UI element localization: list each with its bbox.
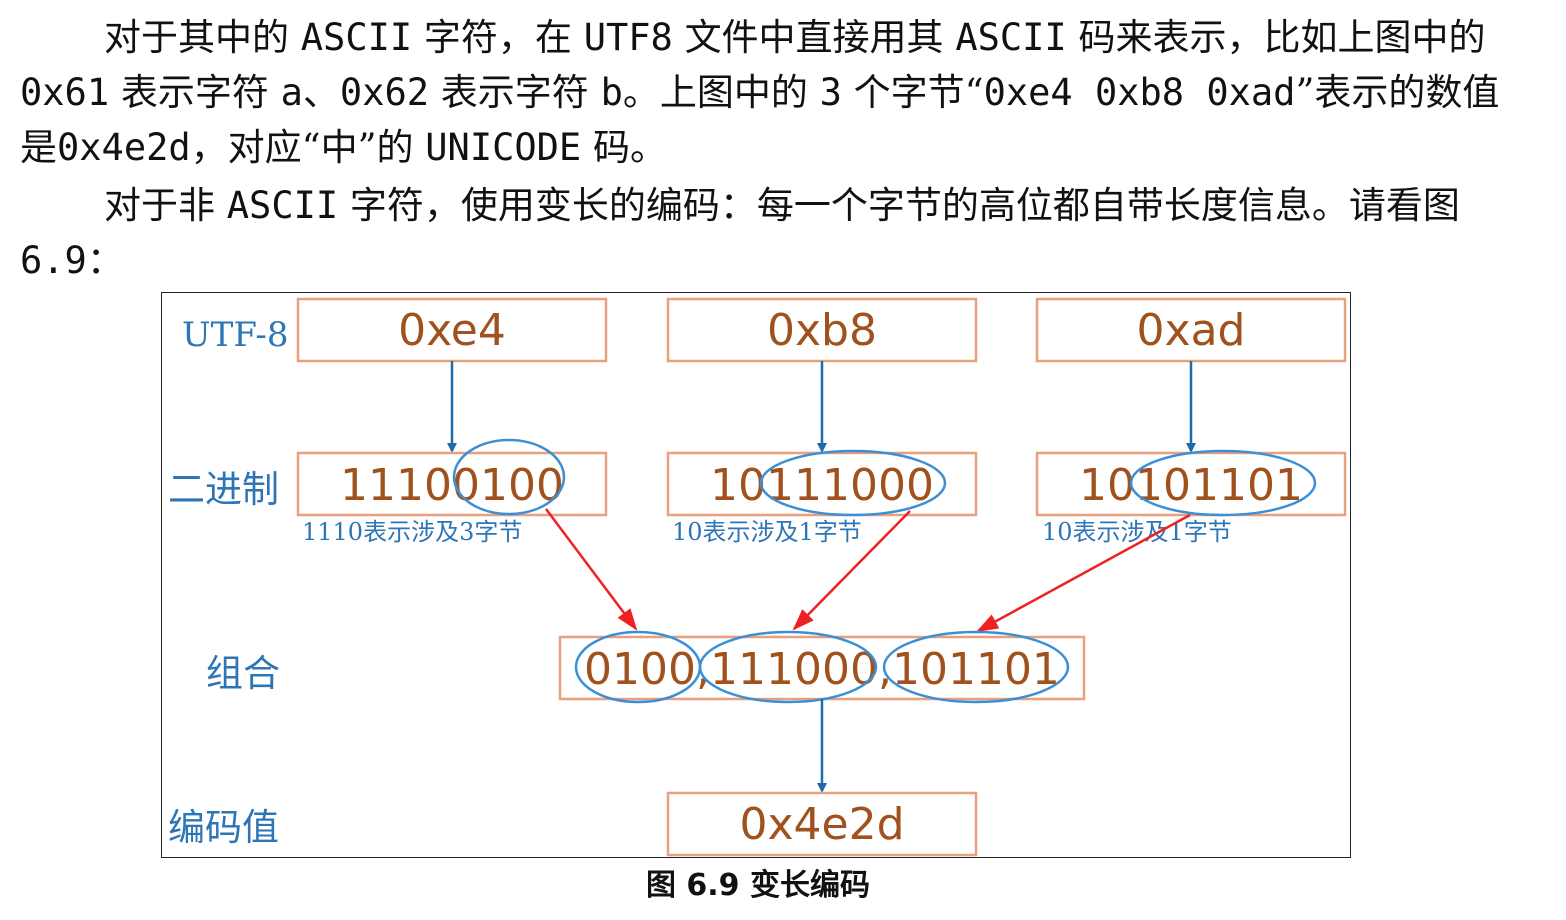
code-value-box — [666, 791, 978, 857]
hex-value-2: 0xb8 — [767, 305, 877, 356]
arrow-bits-to-combine-1 — [545, 508, 638, 631]
arrow-bits-to-combine-2 — [792, 510, 911, 631]
hex-box-2 — [666, 297, 978, 363]
row-label-binary: 二进制 — [168, 468, 279, 511]
binary-value-2: 10111000 — [710, 460, 934, 511]
payload-highlight-2 — [759, 449, 947, 517]
arrow-bits-to-combine-3 — [976, 513, 1191, 633]
note-byte-2: 10表示涉及1字节 — [672, 518, 862, 546]
payload-highlight-3 — [1129, 449, 1317, 517]
hex-value-3: 0xad — [1137, 305, 1246, 356]
note-byte-3: 10表示涉及1字节 — [1042, 518, 1232, 546]
hex-box-1 — [296, 297, 608, 363]
code-value: 0x4e2d — [739, 799, 904, 850]
combined-box — [558, 635, 1086, 701]
payload-highlight-1 — [452, 438, 566, 516]
combined-highlight-3 — [882, 630, 1070, 704]
row-label-code-value: 编码值 — [168, 806, 279, 849]
row-label-utf8: UTF-8 — [182, 315, 289, 355]
combined-highlight-2 — [698, 630, 878, 704]
paragraph-2: 对于非 ASCII 字符，使用变长的编码：每一个字节的高位都自带长度信息。请看图… — [20, 184, 1460, 282]
figure-6-9: UTF-8 二进制 组合 编码值 0xe4 0xb8 0xad 11100100… — [161, 292, 1351, 858]
combined-value: 0100,111000,101101 — [584, 644, 1060, 695]
binary-value-3: 10101101 — [1079, 460, 1303, 511]
binary-box-1 — [296, 451, 608, 517]
utf8-encoding-diagram: UTF-8 二进制 组合 编码值 0xe4 0xb8 0xad 11100100… — [168, 297, 1347, 857]
binary-value-1: 11100100 — [340, 460, 564, 511]
figure-caption: 图 6.9 变长编码 — [645, 868, 871, 903]
hex-value-1: 0xe4 — [398, 305, 506, 356]
paragraph-1: 对于其中的 ASCII 字符，在 UTF8 文件中直接用其 ASCII 码来表示… — [20, 16, 1500, 169]
row-label-combine: 组合 — [206, 652, 280, 695]
note-byte-1: 1110表示涉及3字节 — [302, 518, 522, 546]
